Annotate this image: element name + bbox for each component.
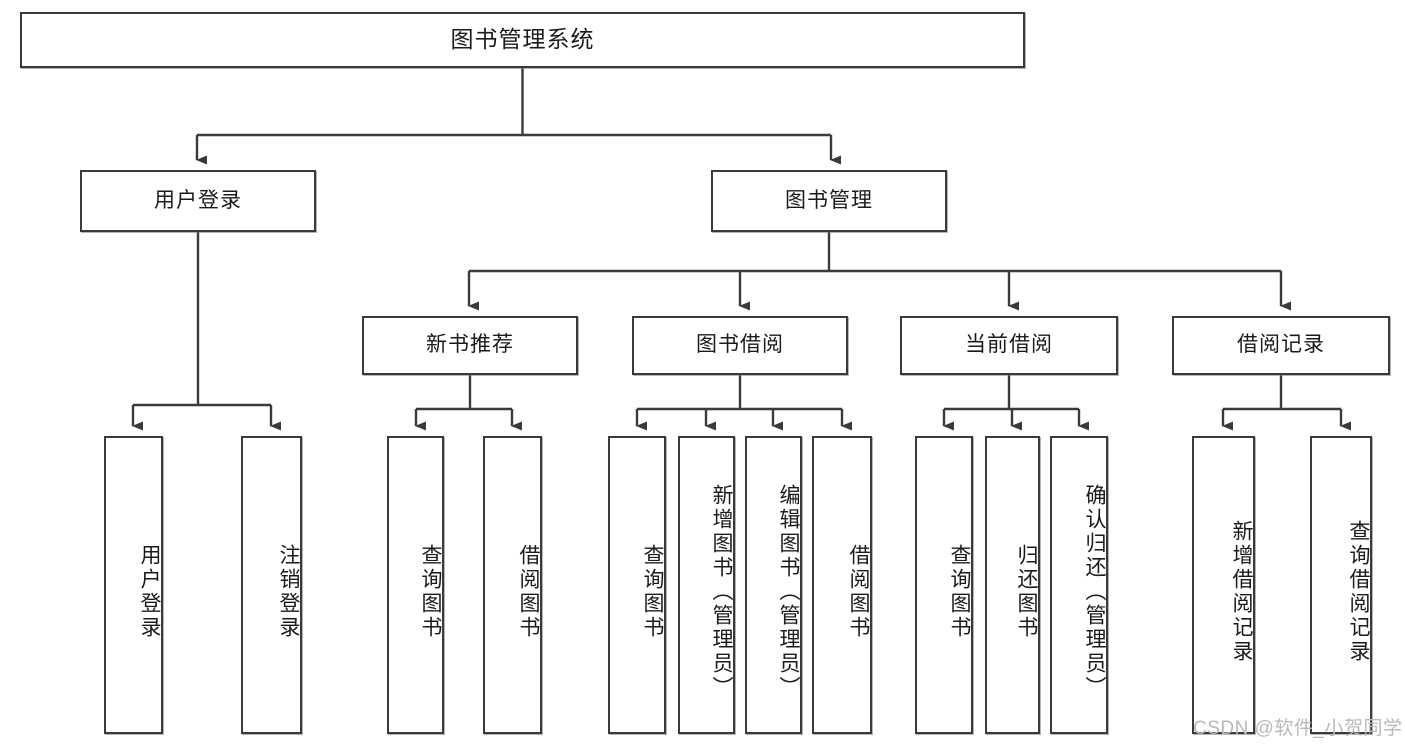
leaf-search-books-borrow[interactable]: 查询图书 (608, 436, 666, 734)
node-book-management[interactable]: 图书管理 (711, 170, 947, 232)
node-label: 新增图书（管理员） (710, 484, 733, 700)
leaf-edit-book-admin[interactable]: 编辑图书（管理员） (745, 436, 802, 734)
edge-newbook-to-leaves (414, 375, 522, 431)
node-label: 确认归还（管理员） (1083, 484, 1106, 700)
node-label: 借阅图书 (847, 544, 870, 640)
leaf-search-books-newbook[interactable]: 查询图书 (387, 436, 444, 734)
node-label: 新增借阅记录 (1230, 520, 1253, 664)
node-label: 查询图书 (641, 544, 664, 640)
node-label: 借阅记录 (1237, 333, 1325, 357)
node-label: 借阅图书 (517, 544, 540, 640)
node-new-book-recommendation[interactable]: 新书推荐 (362, 316, 578, 375)
leaf-search-borrow-record[interactable]: 查询借阅记录 (1310, 436, 1372, 734)
node-book-borrowing[interactable]: 图书借阅 (632, 316, 848, 375)
edge-root-to-level2 (195, 68, 841, 165)
node-label: 图书管理系统 (450, 26, 595, 53)
node-label: 查询图书 (948, 544, 971, 640)
node-user-login[interactable]: 用户登录 (80, 170, 316, 232)
node-current-borrowing[interactable]: 当前借阅 (900, 316, 1118, 375)
node-label: 查询借阅记录 (1347, 520, 1370, 664)
node-label: 用户登录 (138, 544, 161, 640)
node-label: 图书管理 (785, 188, 873, 212)
node-label: 当前借阅 (965, 333, 1053, 357)
node-borrow-records[interactable]: 借阅记录 (1172, 316, 1390, 375)
leaf-add-borrow-record[interactable]: 新增借阅记录 (1192, 436, 1255, 734)
edge-userlogin-to-leaves (131, 232, 281, 431)
node-root-book-management-system[interactable]: 图书管理系统 (20, 12, 1025, 68)
node-label: 查询图书 (419, 544, 442, 640)
node-label: 新书推荐 (426, 333, 514, 357)
leaf-search-books-current[interactable]: 查询图书 (915, 436, 973, 734)
edge-borrow-to-leaves (635, 375, 852, 431)
leaf-add-book-admin[interactable]: 新增图书（管理员） (678, 436, 735, 734)
edge-record-to-leaves (1221, 375, 1351, 431)
node-label: 用户登录 (154, 188, 242, 212)
node-label: 编辑图书（管理员） (777, 484, 800, 700)
leaf-return-books[interactable]: 归还图书 (985, 436, 1040, 734)
leaf-borrow-books-newbook[interactable]: 借阅图书 (483, 436, 542, 734)
node-label: 归还图书 (1015, 544, 1038, 640)
node-label: 注销登录 (277, 544, 300, 640)
leaf-user-login[interactable]: 用户登录 (104, 436, 163, 734)
leaf-confirm-return-admin[interactable]: 确认归还（管理员） (1050, 436, 1108, 734)
csdn-watermark: CSDN @软件_小贺同学 (1193, 718, 1403, 739)
leaf-borrow-books[interactable]: 借阅图书 (812, 436, 872, 734)
node-label: 图书借阅 (696, 333, 784, 357)
leaf-logout[interactable]: 注销登录 (241, 436, 302, 734)
edge-current-to-leaves (942, 375, 1089, 431)
edge-bookmgmt-to-level3 (467, 232, 1291, 311)
